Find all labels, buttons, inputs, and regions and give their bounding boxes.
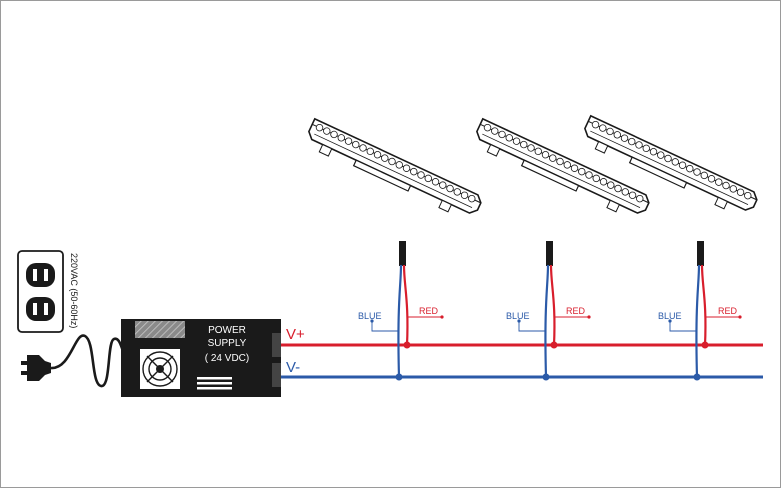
connector-2 [546,241,553,266]
fan-icon [140,349,180,389]
red-wire-label-1: RED [419,306,439,316]
power-supply: POWER SUPPLY ( 24 VDC) [121,319,281,397]
vent-lines [197,377,232,390]
red-lead-2 [549,264,556,346]
positive-bus-label: V+ [286,326,305,343]
fixture-connection-3: BLUE RED [658,241,742,381]
negative-bus-label: V- [286,359,300,376]
outlet-voltage-label: 220VAC (50-60Hz) [69,253,79,328]
wall-outlet [17,250,64,333]
light-bar-3 [578,115,761,221]
blue-wire-label-2: BLUE [506,311,530,321]
blue-lead-3 [695,264,701,378]
red-wire-label-2: RED [566,306,586,316]
power-supply-line3: ( 24 VDC) [205,353,249,364]
fixture-connection-1: BLUE RED [358,241,444,381]
outlet-socket-top [26,263,55,287]
fixture-connection-2: BLUE RED [506,241,591,381]
power-supply-line2: SUPPLY [208,338,247,349]
blue-wire-label-3: BLUE [658,311,682,321]
light-bar-1 [302,118,485,224]
power-supply-label-plate [135,321,185,338]
plug [21,355,51,381]
red-lead-1 [402,264,409,346]
blue-wire-label-1: BLUE [358,311,382,321]
power-cord [50,334,125,388]
blue-lead-1 [397,264,403,378]
power-supply-line1: POWER [208,325,246,336]
red-wire-label-3: RED [718,306,738,316]
red-lead-3 [700,264,707,346]
connector-3 [697,241,704,266]
blue-lead-2 [544,264,550,378]
connector-1 [399,241,406,266]
outlet-socket-bottom [26,297,55,321]
